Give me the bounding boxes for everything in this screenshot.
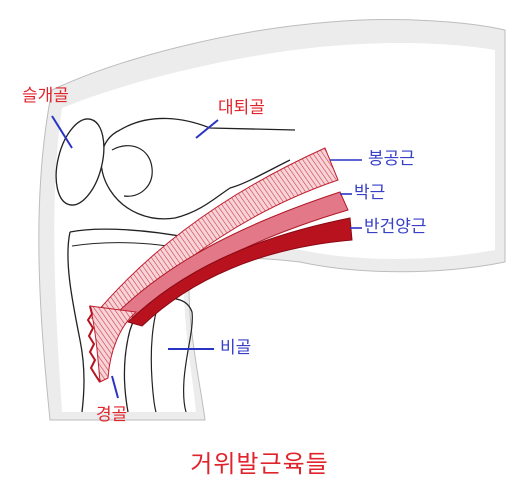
insertion-edge xyxy=(86,305,101,383)
leader-tibia xyxy=(111,375,119,399)
label-fibula: 비골 xyxy=(220,338,252,358)
label-gracilis: 박근 xyxy=(354,183,386,203)
fibula-outline xyxy=(150,297,193,413)
leader-patella xyxy=(51,115,73,149)
label-tibia: 경골 xyxy=(96,405,128,425)
label-patella: 슬개골 xyxy=(22,86,69,106)
femur-condyle xyxy=(111,145,153,197)
pes-anserinus-insertion xyxy=(89,305,138,383)
label-sartorius: 봉공근 xyxy=(368,149,415,169)
diagram-title: 거위발근육들 xyxy=(190,450,329,478)
semitendinosus-muscle xyxy=(127,217,353,327)
label-semitendinosus: 반건양근 xyxy=(364,217,427,237)
label-femur: 대퇴골 xyxy=(218,98,265,118)
leader-femur xyxy=(195,119,219,139)
